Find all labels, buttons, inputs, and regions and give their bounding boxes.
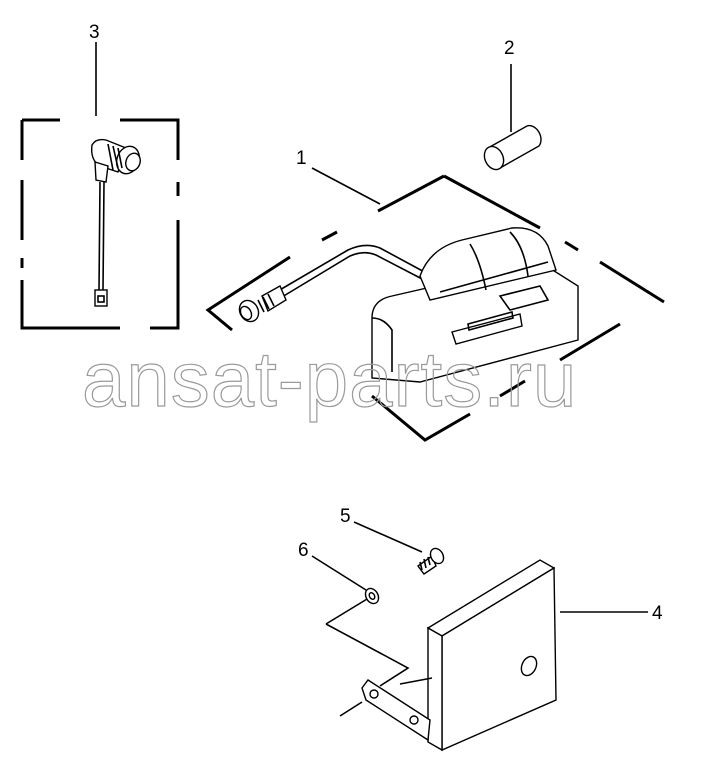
- part-3-plug: [94, 289, 108, 307]
- leader-1: [311, 167, 381, 205]
- part-1-cable-and-connector: [238, 244, 431, 323]
- part-3-frame: [20, 118, 180, 330]
- callout-3: 3: [89, 22, 100, 43]
- part-4-bracket: [325, 559, 648, 752]
- callout-1: 1: [296, 148, 307, 169]
- leader-6: [311, 555, 367, 591]
- callout-4: 4: [652, 603, 663, 624]
- part-3-connector-group: [20, 42, 180, 330]
- callout-5: 5: [340, 506, 351, 527]
- callout-2: 2: [504, 38, 515, 59]
- part-3-elbow-connector: [90, 138, 141, 183]
- part-1-base-unit-group: [205, 167, 665, 442]
- part-2-sleeve: [483, 64, 542, 171]
- callout-6: 6: [298, 540, 309, 561]
- leader-5: [353, 521, 423, 553]
- part-1-housing: [371, 227, 579, 383]
- watermark-text: ansat-parts.ru: [82, 335, 577, 423]
- part-3-cable: [98, 181, 105, 291]
- part-1-mat-outline: [205, 174, 665, 442]
- part-6-washer: [311, 555, 380, 605]
- part-5-bolt: [353, 521, 445, 575]
